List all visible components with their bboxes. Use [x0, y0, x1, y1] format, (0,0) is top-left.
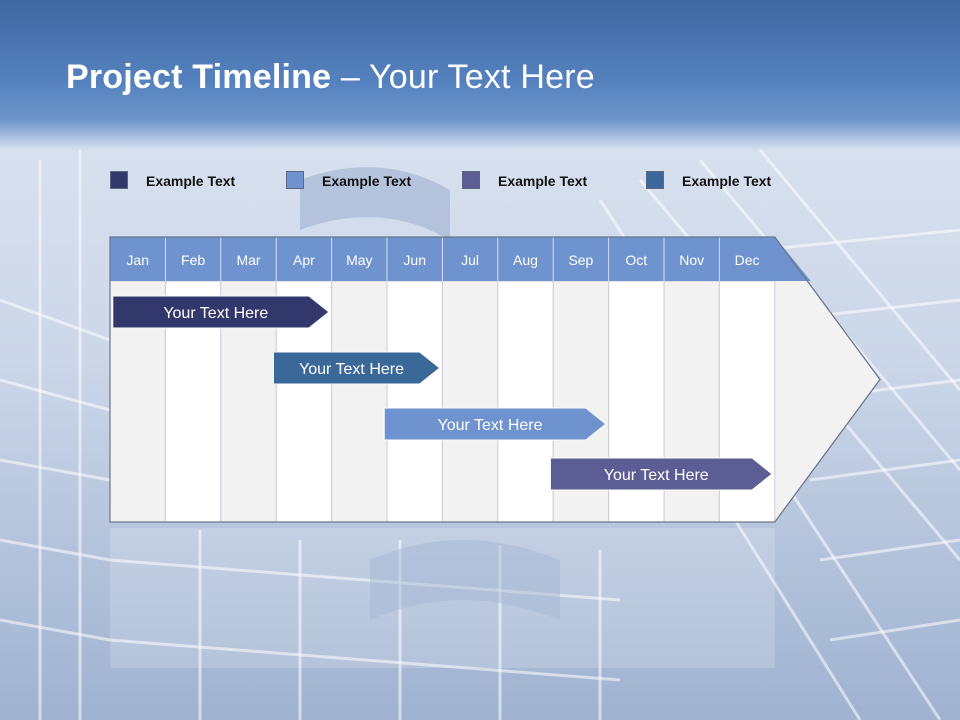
legend-swatch [110, 171, 128, 189]
task-arrow [383, 407, 607, 441]
month-column [441, 280, 499, 523]
timeline-arrow-outline [109, 236, 881, 523]
legend-swatch [286, 171, 304, 189]
title-rest-text: – Your Text Here [331, 58, 595, 96]
legend-label: Example Text [146, 173, 236, 189]
task-label: Your Text Here [604, 467, 709, 484]
month-label: Apr [293, 252, 315, 268]
month-label: Jan [126, 252, 149, 268]
timeline-reflection [110, 528, 775, 668]
task-label: Your Text Here [163, 305, 268, 322]
month-label: Aug [513, 252, 538, 268]
month-label: Jun [403, 252, 426, 268]
month-label: May [346, 252, 372, 268]
task-label: Your Text Here [438, 417, 543, 434]
title-banner [0, 0, 960, 150]
slide-title: Project Timeline – Your Text Here [66, 58, 595, 97]
task-arrow [272, 351, 441, 385]
task-label: Your Text Here [299, 361, 404, 378]
legend-swatch [646, 171, 664, 189]
month-label: Feb [181, 252, 205, 268]
legend-label: Example Text [682, 173, 772, 189]
title-bold-text: Project Timeline [66, 58, 332, 96]
task-arrow [549, 457, 773, 491]
month-label: Mar [236, 252, 260, 268]
month-column [497, 280, 554, 523]
month-label: Dec [735, 252, 760, 268]
legend-swatch [462, 171, 480, 189]
legend-label: Example Text [322, 173, 412, 189]
month-label: Oct [625, 252, 647, 268]
legend-label: Example Text [498, 173, 588, 189]
month-label: Sep [568, 252, 593, 268]
month-header-band [110, 237, 811, 281]
month-column [386, 280, 443, 523]
task-arrow [112, 295, 330, 329]
month-label: Nov [679, 252, 704, 268]
month-label: Jul [461, 252, 479, 268]
month-column [331, 280, 388, 523]
